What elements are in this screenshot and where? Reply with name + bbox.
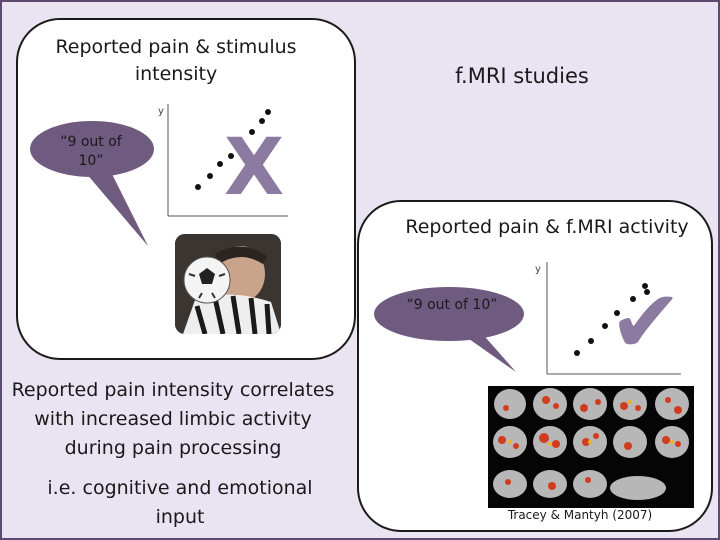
brain-scan-grid bbox=[488, 386, 694, 508]
cross-mark-icon: X bbox=[224, 123, 284, 213]
axis-y-label: y bbox=[535, 264, 541, 275]
stimulus-title: Reported pain & stimulus intensity bbox=[55, 36, 297, 85]
scatter-plot-supported: y ✔ bbox=[535, 256, 685, 380]
axis-y-label: y bbox=[158, 106, 164, 117]
scatter-plot-rejected: y X bbox=[158, 98, 292, 226]
scatter-point bbox=[228, 153, 234, 159]
speech-bubble-icon bbox=[30, 121, 154, 246]
scatter-point bbox=[644, 289, 650, 295]
check-mark-icon: ✔ bbox=[609, 270, 683, 373]
conclusion-text: Reported pain intensity correlates with … bbox=[11, 379, 335, 459]
activity-title: Reported pain & f.MRI activity bbox=[405, 216, 689, 238]
brain-scan-images bbox=[493, 388, 689, 500]
citation: Tracey & Mantyh (2007) bbox=[507, 508, 653, 522]
scatter-point bbox=[207, 173, 213, 179]
scatter-point bbox=[259, 118, 265, 124]
scatter-point bbox=[217, 161, 223, 167]
scatter-point bbox=[614, 310, 620, 316]
scatter-point bbox=[265, 109, 271, 115]
speech-bubble-icon bbox=[374, 287, 524, 372]
football-photo bbox=[175, 234, 281, 334]
speech-bubble-text: “9 out of 10” bbox=[60, 134, 122, 169]
scatter-point bbox=[237, 141, 243, 147]
scatter-point bbox=[642, 283, 648, 289]
scatter-point bbox=[249, 129, 255, 135]
scatter-point bbox=[574, 350, 580, 356]
note-text: i.e. cognitive and emotional input bbox=[47, 477, 313, 528]
speech-bubble-text: “9 out of 10” bbox=[406, 297, 498, 313]
fmri-title: f.MRI studies bbox=[455, 64, 589, 88]
scatter-point bbox=[602, 323, 608, 329]
scatter-point bbox=[588, 338, 594, 344]
scatter-point bbox=[195, 184, 201, 190]
scatter-point bbox=[630, 296, 636, 302]
